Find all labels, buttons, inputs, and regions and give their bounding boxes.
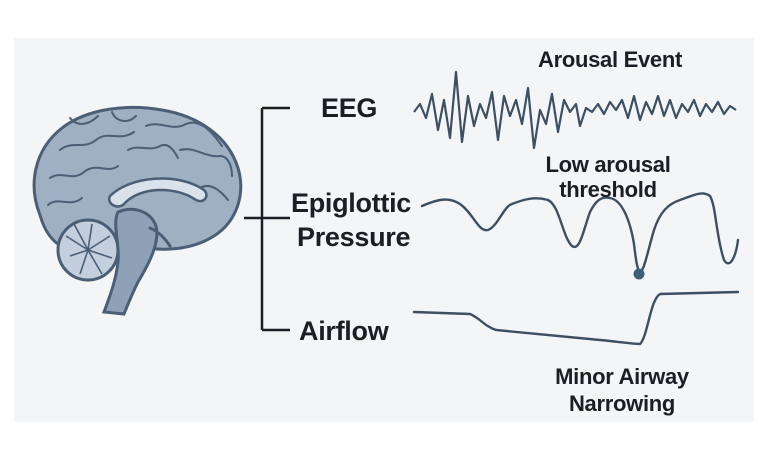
narrowing-label-line2: Narrowing bbox=[568, 391, 676, 416]
airflow-waveform bbox=[412, 290, 740, 346]
epiglottic-label-line1: Epiglottic bbox=[291, 188, 411, 218]
brain-icon bbox=[32, 105, 243, 316]
threshold-marker bbox=[633, 268, 645, 280]
signal-bracket bbox=[244, 106, 290, 332]
threshold-label-line2: threshold bbox=[559, 177, 657, 202]
arousal-event-label: Arousal Event bbox=[538, 47, 683, 72]
epiglottic-label-line2: Pressure bbox=[297, 222, 411, 252]
narrowing-label-line1: Minor Airway bbox=[555, 364, 689, 389]
epiglottic-pressure-waveform bbox=[420, 192, 740, 274]
eeg-label: EEG bbox=[321, 93, 378, 123]
threshold-label-line1: Low arousal bbox=[545, 152, 671, 177]
eeg-waveform bbox=[413, 70, 737, 150]
airflow-label: Airflow bbox=[299, 316, 389, 346]
